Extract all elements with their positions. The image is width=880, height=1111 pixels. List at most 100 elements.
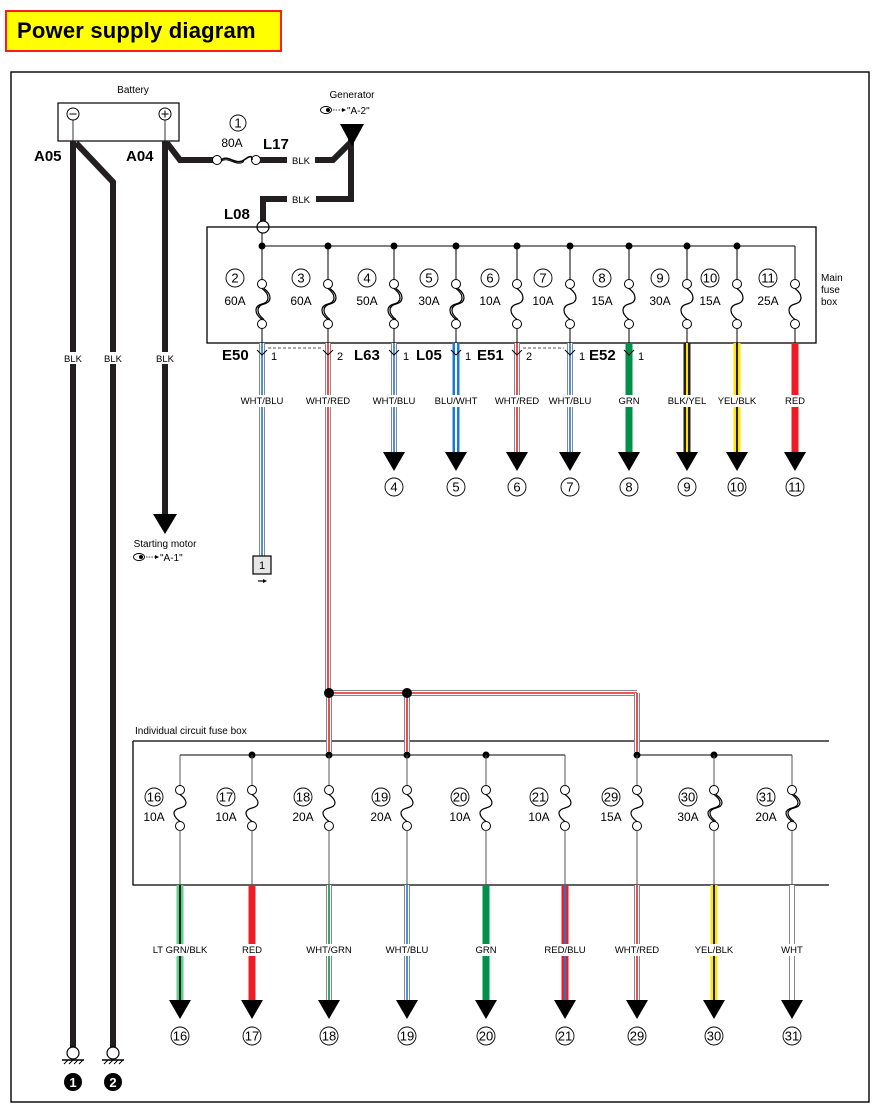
wire-color-label: BLK <box>292 156 311 167</box>
ground-terminal-icon <box>66 1046 80 1060</box>
circuit-number: 31 <box>759 790 773 805</box>
connector-pin-icon <box>322 349 334 356</box>
diagram-frame <box>10 71 870 1103</box>
main-fuse-7: 7 10A <box>532 242 577 343</box>
fuse-rating: 10A <box>532 294 553 308</box>
down-arrow-icon <box>676 452 698 471</box>
connector-pin-icon <box>623 349 635 356</box>
indiv-output-30: YEL/BLK 30 <box>692 885 736 1046</box>
circuit-number: 18 <box>296 790 310 805</box>
wire-color-label: YEL/BLK <box>695 945 734 956</box>
starting-motor-ref-link[interactable]: "A-1" <box>133 553 184 564</box>
fuse-rating: 30A <box>677 810 698 824</box>
connector-pin: 1 <box>403 351 409 363</box>
gen-wire-a <box>315 139 354 163</box>
circuit-number-badge: 30 <box>704 1026 724 1046</box>
connector-pin: 1 <box>465 351 471 363</box>
wire-color-label: GRN <box>618 396 639 407</box>
wire-color-label: BLK <box>64 354 83 365</box>
circuit-number: 9 <box>656 271 663 286</box>
down-arrow-icon <box>241 1000 263 1019</box>
down-arrow-icon <box>554 1000 576 1019</box>
circuit-number-badge: 2 <box>225 268 245 288</box>
fuse-icon <box>255 279 271 329</box>
connector-pin-icon <box>511 349 523 356</box>
circuit-number: 7 <box>539 271 546 286</box>
connector-pin: 2 <box>337 351 343 363</box>
connector-pin: 1 <box>579 351 585 363</box>
battery-positive-terminal-icon <box>158 107 172 141</box>
circuit-number-badge: 11 <box>785 477 805 497</box>
individual-fuse-box-content: 1610A1710A1820A1920A2010A2110A2915A3030A… <box>143 751 803 1046</box>
reference-box-1: 1 <box>252 555 272 583</box>
fuse-icon <box>788 279 802 329</box>
connector-l17: L17 <box>263 136 289 153</box>
fuse-rating: 20A <box>370 810 391 824</box>
fuse-number: 1 <box>234 116 241 131</box>
down-arrow-icon <box>726 452 748 471</box>
connector-pin-icon <box>256 349 268 356</box>
circuit-number-badge: 18 <box>319 1026 339 1046</box>
circuit-number: 20 <box>479 1029 493 1044</box>
circuit-number-badge: 4 <box>357 268 377 288</box>
wire-color-label: RED/BLU <box>544 945 585 956</box>
fuse-icon <box>322 785 336 831</box>
fuse-rating: 60A <box>290 294 311 308</box>
battery-body <box>57 102 180 142</box>
connector-pin: 1 <box>271 351 277 363</box>
fuse-icon <box>707 785 723 831</box>
circuit-number: 17 <box>219 790 233 805</box>
circuit-number: 19 <box>400 1029 414 1044</box>
circuit-number-badge: 19 <box>397 1026 417 1046</box>
generator-label: Generator <box>329 90 375 101</box>
diagram-title: Power supply diagram <box>17 18 256 43</box>
connector-l08: L08 <box>224 206 250 223</box>
battery-label: Battery <box>117 85 149 96</box>
circuit-number-badge: 5 <box>419 268 439 288</box>
fuse-rating: 10A <box>215 810 236 824</box>
fuse-icon <box>245 785 259 831</box>
fuse-rating: 10A <box>449 810 470 824</box>
diagram-title-box: Power supply diagram <box>5 10 282 52</box>
main-fuse-box-label-line: Main <box>821 273 843 284</box>
wire-color-label: WHT/BLU <box>549 396 592 407</box>
wire-color-label: BLK <box>104 354 123 365</box>
gen-to-mainbox-wire <box>260 196 287 222</box>
reference-box-number: 1 <box>259 560 265 572</box>
connector-a05: A05 <box>34 148 62 165</box>
ground-1: 1 <box>62 1046 84 1091</box>
down-arrow-icon <box>445 452 467 471</box>
fuse-rating: 20A <box>292 810 313 824</box>
individual-fuse-box <box>132 740 829 886</box>
fuse-terminal-icon <box>251 155 261 165</box>
circuit-number-badge: 29 <box>627 1026 647 1046</box>
wire-color-label: WHT <box>781 945 803 956</box>
connector-pin-icon <box>450 349 462 356</box>
fuse-rating: 10A <box>479 294 500 308</box>
fuse-rating: 60A <box>224 294 245 308</box>
circuit-number: 5 <box>452 480 459 495</box>
circuit-number: 6 <box>486 271 493 286</box>
circuit-number: 6 <box>513 480 520 495</box>
circuit-number: 16 <box>147 790 161 805</box>
wire-color-label: BLU/WHT <box>435 396 478 407</box>
fuse-rating: 50A <box>356 294 377 308</box>
generator-ref-link[interactable]: "A-2" <box>320 106 371 117</box>
main-fuse-box-label: Main fuse box <box>821 273 843 308</box>
